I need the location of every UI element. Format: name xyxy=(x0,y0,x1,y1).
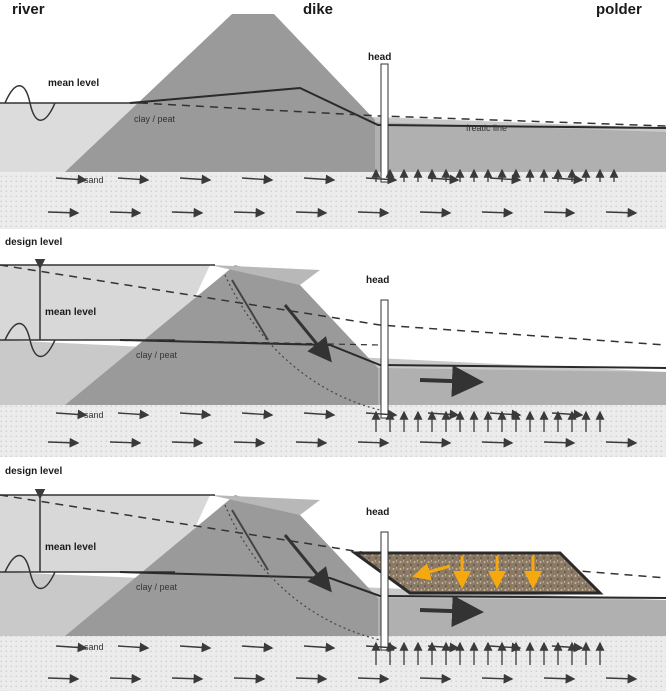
freatic-line-label: freatic line xyxy=(466,123,507,133)
head-line xyxy=(0,264,666,346)
seepage-arrow xyxy=(543,673,576,684)
seepage-arrow xyxy=(303,409,336,420)
load-arrow-left xyxy=(412,563,451,581)
head-line xyxy=(139,102,666,127)
clay-peat-label: clay / peat xyxy=(136,582,178,592)
polder-ground xyxy=(375,122,666,172)
seepage-arrow xyxy=(55,409,88,420)
seepage-arrow xyxy=(543,207,576,218)
seepage-arrow xyxy=(109,437,142,448)
seepage-arrow xyxy=(357,207,390,218)
seepage-arrow xyxy=(605,673,638,684)
seepage-arrow xyxy=(365,174,398,185)
seepage-arrow xyxy=(47,207,80,218)
sand-label: sand xyxy=(84,642,104,652)
panel-design-berm: head mean level clay / peat sand xyxy=(0,489,666,691)
seepage-arrow xyxy=(295,437,328,448)
slide-arrow xyxy=(283,534,332,593)
seepage-arrow xyxy=(109,673,142,684)
head-label: head xyxy=(366,275,389,286)
dike-body xyxy=(65,495,378,636)
horizontal-push-arrow xyxy=(419,365,484,398)
seepage-arrow xyxy=(47,437,80,448)
seepage-arrow xyxy=(427,174,460,185)
seepage-arrow xyxy=(55,642,88,653)
seepage-arrow xyxy=(241,642,274,653)
phreatic-line xyxy=(119,571,666,599)
seepage-arrow xyxy=(233,673,266,684)
uplift-arrows xyxy=(371,410,605,432)
seepage-arrow xyxy=(171,437,204,448)
seepage-arrow xyxy=(55,174,88,185)
seepage-arrow xyxy=(481,673,514,684)
sand-label: sand xyxy=(84,175,104,185)
dike-body xyxy=(65,265,378,405)
mean-level-label: mean level xyxy=(45,307,96,318)
head-standpipe xyxy=(380,299,389,419)
seepage-arrow xyxy=(605,437,638,448)
seepage-arrow xyxy=(419,207,452,218)
seepage-arrow xyxy=(357,437,390,448)
seepage-arrow xyxy=(303,174,336,185)
river-label: river xyxy=(12,1,45,18)
seepage-arrow xyxy=(357,673,390,684)
head-label: head xyxy=(366,507,389,518)
horizontal-push-arrow xyxy=(419,595,484,628)
seepage-arrow xyxy=(179,642,212,653)
seepage-arrow xyxy=(489,174,522,185)
river-water xyxy=(0,265,210,340)
dike-label: dike xyxy=(303,1,333,18)
design-level-label: design level xyxy=(5,466,62,477)
polder-label: polder xyxy=(596,1,642,18)
seepage-arrow xyxy=(171,207,204,218)
seepage-arrow xyxy=(47,673,80,684)
seepage-arrow xyxy=(179,409,212,420)
phreatic-line xyxy=(119,339,666,369)
uplift-arrows xyxy=(371,641,605,665)
river-water xyxy=(0,495,210,572)
seepage-arrow xyxy=(419,437,452,448)
head-label: head xyxy=(368,52,391,63)
seepage-arrow xyxy=(295,207,328,218)
head-standpipe xyxy=(380,531,389,651)
seepage-arrow xyxy=(481,207,514,218)
panel-normal: head mean level clay / peat freatic line… xyxy=(0,14,666,229)
seepage-arrow xyxy=(605,207,638,218)
sand-label: sand xyxy=(84,410,104,420)
design-level-label: design level xyxy=(5,237,62,248)
polder-ground xyxy=(378,598,666,636)
seepage-arrows xyxy=(47,174,638,218)
slip-circle xyxy=(224,504,381,641)
seepage-arrow xyxy=(241,409,274,420)
mean-level-label: mean level xyxy=(48,78,99,89)
seepage-arrow xyxy=(179,174,212,185)
slide-arrow xyxy=(283,304,332,363)
seepage-arrow xyxy=(419,673,452,684)
seepage-arrow xyxy=(543,437,576,448)
seepage-arrow xyxy=(171,673,204,684)
berm-counterweight xyxy=(350,551,604,595)
seepage-arrow xyxy=(233,437,266,448)
polder-ground xyxy=(378,368,666,405)
seepage-arrow xyxy=(481,437,514,448)
seepage-arrow xyxy=(117,409,150,420)
clay-peat-label: clay / peat xyxy=(136,350,178,360)
seepage-arrow xyxy=(551,174,584,185)
clay-peat-label: clay / peat xyxy=(134,114,176,124)
mean-level-label: mean level xyxy=(45,542,96,553)
seepage-arrow xyxy=(295,673,328,684)
seepage-arrow xyxy=(303,642,336,653)
panel-design: head mean level clay / peat sand xyxy=(0,259,666,457)
phreatic-line xyxy=(129,86,666,129)
seepage-arrow xyxy=(233,207,266,218)
seepage-arrow xyxy=(241,174,274,185)
seepage-arrow xyxy=(109,207,142,218)
uplift-arrows xyxy=(371,168,619,182)
dike-body xyxy=(65,14,375,172)
seepage-arrow xyxy=(117,642,150,653)
head-standpipe xyxy=(380,63,389,183)
seepage-arrow xyxy=(117,174,150,185)
